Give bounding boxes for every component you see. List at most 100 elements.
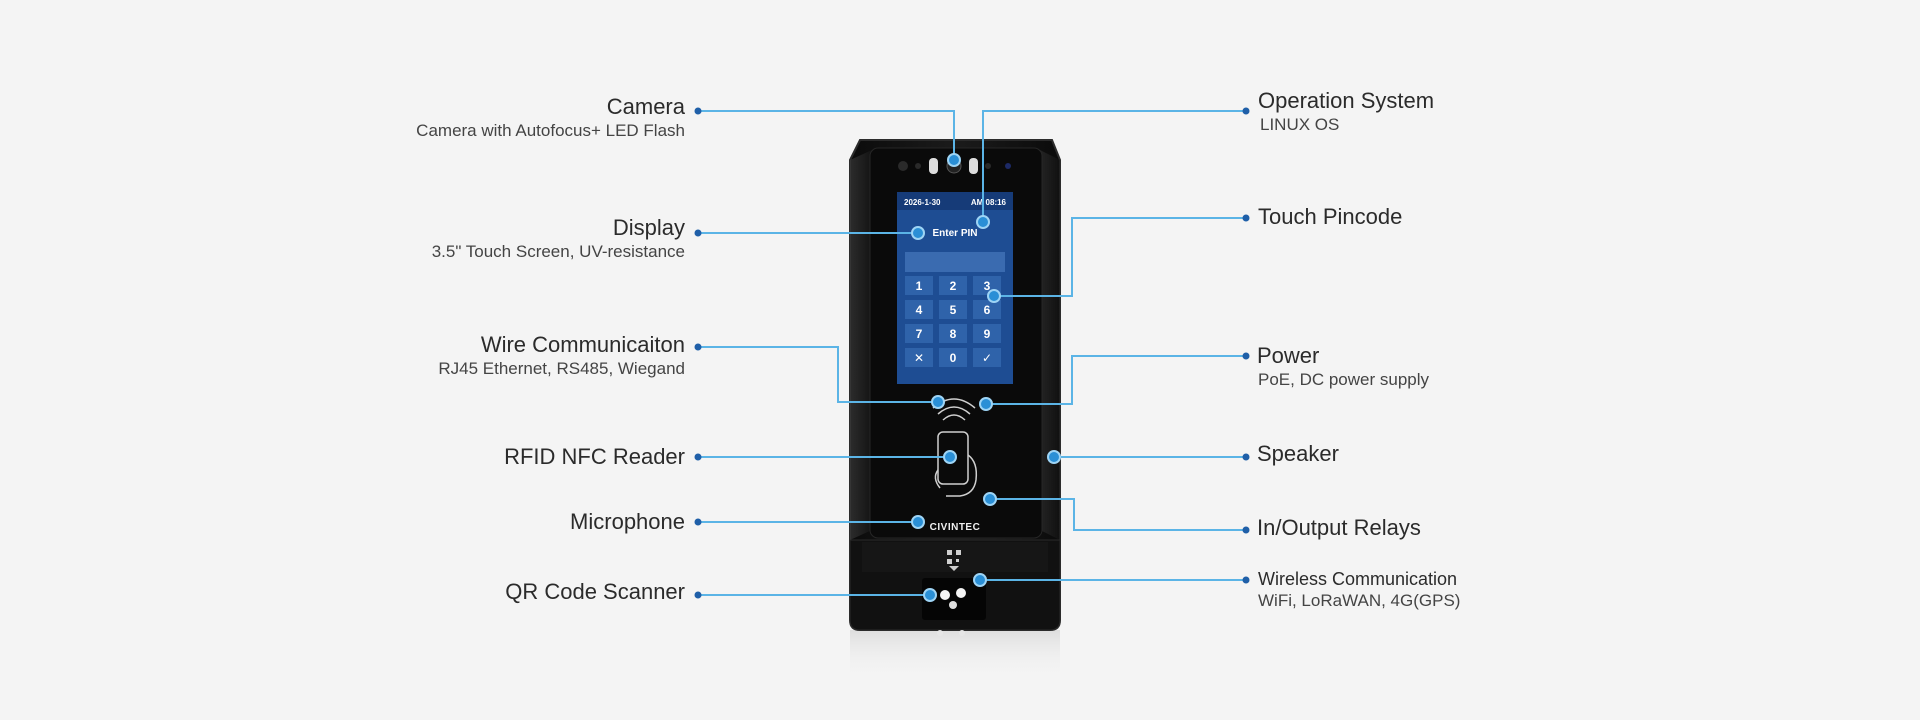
callout-dots (694, 107, 1250, 602)
pin-key-label: 5 (950, 303, 957, 317)
dot-power-end (1242, 352, 1250, 360)
marker-wireless (973, 573, 987, 587)
callout-title: Display (612, 215, 685, 240)
pin-key-bg (905, 300, 933, 319)
dot-wire-end (694, 343, 702, 351)
pin-key-bg (973, 348, 1001, 367)
pin-key-9[interactable]: 9 (973, 324, 1001, 343)
callout-subtitle: Camera with Autofocus+ LED Flash (416, 121, 685, 140)
callout-title: In/Output Relays (1257, 515, 1421, 540)
marker-display (911, 226, 925, 240)
callout-camera: Camera Camera with Autofocus+ LED Flash (416, 94, 685, 142)
screen-prompt: Enter PIN (932, 228, 977, 239)
pin-key-bg (905, 276, 933, 295)
marker-os (976, 215, 990, 229)
screen-date: 2026-1-30 (904, 198, 941, 207)
pin-key-label: 2 (950, 279, 957, 293)
marker-rfid (943, 450, 957, 464)
pin-key-label: ✓ (982, 351, 992, 365)
scanner-led (940, 590, 950, 600)
callout-subtitle: PoE, DC power supply (1258, 370, 1430, 389)
pin-key-bg (939, 324, 967, 343)
pin-key-label: 8 (950, 327, 957, 341)
callout-title: Operation System (1258, 88, 1435, 113)
screen-time: AM 08:16 (971, 198, 1007, 207)
marker-relays (983, 492, 997, 506)
pin-key-12[interactable]: ✓ (973, 348, 1001, 367)
leader-camera (698, 110, 955, 160)
leader-pincode (994, 217, 1246, 297)
callout-wireless-communication: Wireless Communication WiFi, LoRaWAN, 4G… (1258, 568, 1460, 612)
pin-key-label: 4 (916, 303, 923, 317)
pin-key-bg (905, 324, 933, 343)
callout-title: Wire Communicaiton (480, 332, 685, 357)
pin-key-5[interactable]: 5 (939, 300, 967, 319)
pin-input[interactable] (905, 252, 1005, 272)
pin-key-bg (939, 348, 967, 367)
pin-keypad[interactable]: 1 2 3 4 5 6 7 8 9 ✕ 0 ✓ (905, 276, 1001, 367)
pin-key-2[interactable]: 2 (939, 276, 967, 295)
callout-title: Wireless Communication (1258, 569, 1458, 589)
callout-title: Touch Pincode (1258, 204, 1403, 229)
sensor-dot (1005, 163, 1011, 169)
led-flash-left (929, 158, 938, 174)
qr-code-icon (947, 550, 961, 571)
callout-subtitle: WiFi, LoRaWAN, 4G(GPS) (1258, 591, 1461, 610)
brand-logo: CIVINTEC (930, 522, 981, 533)
leader-relays (990, 498, 1246, 531)
callout-operation-system: Operation System LINUX OS (1258, 88, 1434, 136)
marker-camera (947, 153, 961, 167)
touch-screen[interactable]: 2026-1-30 AM 08:16 Enter PIN 1 2 3 4 5 6 7 8 9 ✕ 0… (897, 192, 1013, 384)
leader-wire (698, 346, 938, 403)
scanner-led (937, 630, 943, 636)
dot-pincode-end (1242, 214, 1250, 222)
right-bevel (1040, 150, 1060, 540)
pin-key-label: ✕ (914, 351, 924, 365)
pin-key-label: 1 (916, 279, 923, 293)
pin-key-label: 6 (984, 303, 991, 317)
callout-rfid: RFID NFC Reader (504, 444, 685, 470)
callout-touch-pincode: Touch Pincode (1258, 204, 1402, 230)
pin-key-7[interactable]: 7 (905, 324, 933, 343)
floor-reflection (850, 630, 1060, 680)
leader-power (986, 355, 1246, 405)
pin-key-11[interactable]: 0 (939, 348, 967, 367)
dot-display-end (694, 229, 702, 237)
callout-relays: In/Output Relays (1257, 515, 1421, 541)
leader-lines (698, 110, 1246, 596)
scanner-led (949, 601, 957, 609)
callout-wire-communication: Wire Communicaiton RJ45 Ethernet, RS485,… (438, 332, 685, 380)
marker-power (979, 397, 993, 411)
callout-microphone: Microphone (570, 509, 685, 535)
pin-key-bg (939, 276, 967, 295)
pin-key-label: 7 (916, 327, 923, 341)
callout-qr-scanner: QR Code Scanner (505, 579, 685, 605)
sensor-dot (915, 163, 921, 169)
callout-title: Speaker (1257, 441, 1339, 466)
qr-scanner-window (922, 578, 986, 620)
pin-key-4[interactable]: 4 (905, 300, 933, 319)
pin-key-10[interactable]: ✕ (905, 348, 933, 367)
callout-display: Display 3.5" Touch Screen, UV-resistance (432, 215, 685, 263)
pin-key-label: 3 (984, 279, 991, 293)
marker-wire (931, 395, 945, 409)
leader-os (982, 110, 1246, 222)
marker-speaker (1047, 450, 1061, 464)
callout-title: Camera (606, 94, 685, 119)
callout-subtitle: 3.5" Touch Screen, UV-resistance (431, 242, 685, 261)
sensor-dot (985, 163, 991, 169)
marker-qr (923, 588, 937, 602)
led-flash-right (969, 158, 978, 174)
dot-rfid-end (694, 453, 702, 461)
pin-key-1[interactable]: 1 (905, 276, 933, 295)
pin-key-label: 9 (984, 327, 991, 341)
marker-microphone (911, 515, 925, 529)
marker-pincode (987, 289, 1001, 303)
pin-key-8[interactable]: 8 (939, 324, 967, 343)
pin-key-6[interactable]: 6 (973, 300, 1001, 319)
callout-title: RFID NFC Reader (504, 444, 685, 469)
pin-key-bg (905, 348, 933, 367)
dot-microphone-end (694, 518, 702, 526)
